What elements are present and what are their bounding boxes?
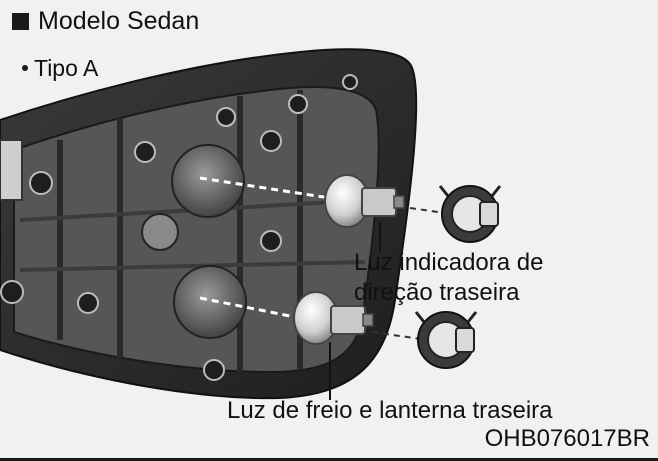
brake-tail-bulb [293,291,374,345]
bulb-sockets [141,144,247,339]
subsection-title: Tipo A [22,54,98,82]
lamp-housing [0,48,418,400]
turn-signal-label: Luz indicadora de direção traseira [354,248,543,308]
turn-signal-label-line1: Luz indicadora de [354,249,544,276]
square-bullet-icon [12,12,29,30]
section-title: Modelo Sedan [12,6,199,36]
housing-screw-bosses [0,74,358,381]
assembly-lines [199,176,331,320]
round-bullet-icon [22,65,28,71]
subsection-title-text: Tipo A [34,55,99,81]
turn-signal-bulb [324,174,405,228]
turn-signal-label-line2: direção traseira [354,279,520,306]
figure-code: OHB076017BR [484,425,650,452]
turn-signal-bulb-holder [438,185,502,243]
leader-lines [329,222,381,400]
brake-tail-label: Luz de freio e lanterna traseira [227,397,553,424]
brake-tail-bulb-holder [414,311,478,369]
section-title-text: Modelo Sedan [38,7,200,35]
